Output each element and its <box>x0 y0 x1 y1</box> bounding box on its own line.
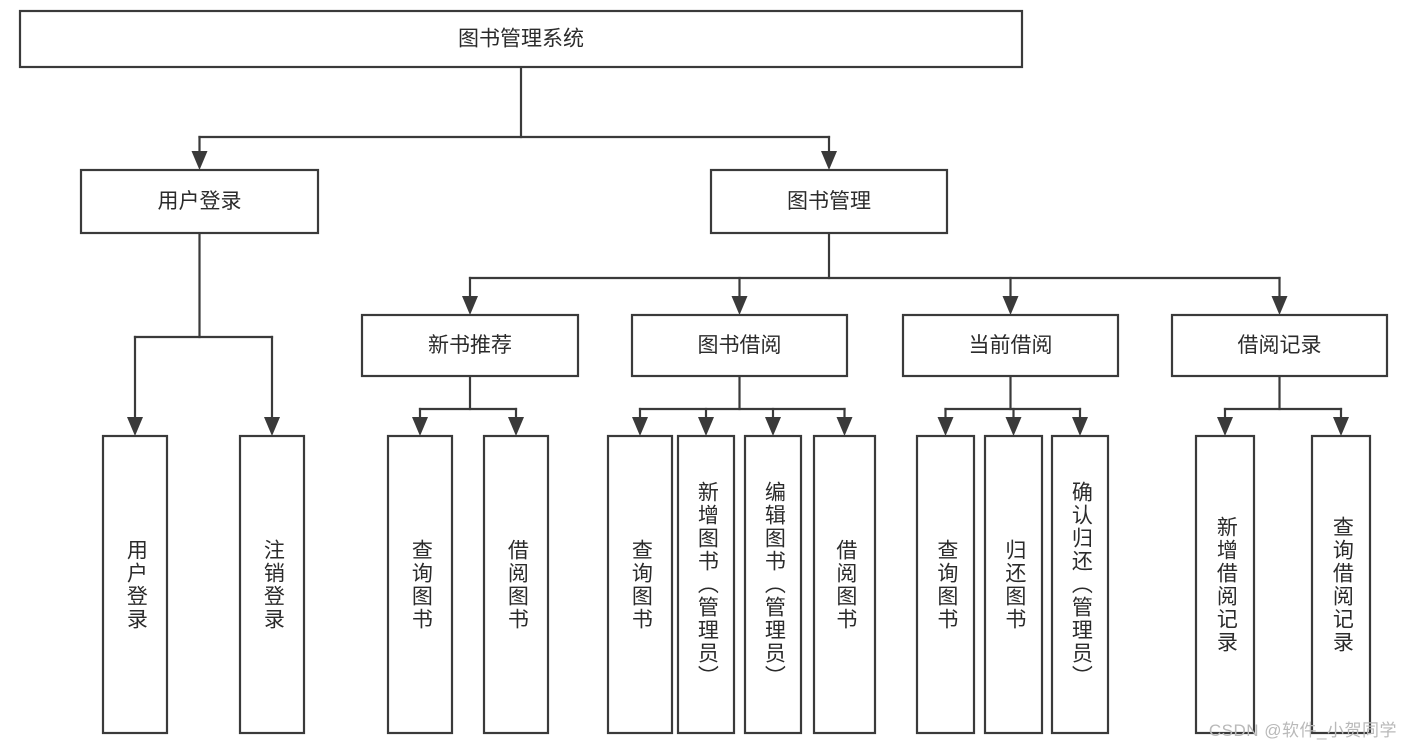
node-box-current-borrow <box>901 313 1120 378</box>
arrow-head-leaf-user-login <box>127 417 143 436</box>
arrow-head-leaf-edit-book-admin <box>765 417 781 436</box>
node-box-leaf-return-book <box>983 434 1044 735</box>
arrow-head-leaf-add-borrow-record <box>1217 417 1233 436</box>
node-box-root <box>18 9 1024 69</box>
arrow-head-leaf-borrow-book-rec <box>508 417 524 436</box>
node-label-root: 图书管理系统 <box>458 28 584 51</box>
arrow-head-book-management <box>821 151 837 170</box>
node-box-leaf-query-book-current <box>915 434 976 735</box>
arrow-head-leaf-add-book-admin <box>698 417 714 436</box>
node-box-leaf-query-borrow-record <box>1310 434 1372 735</box>
connector-lines <box>127 65 1349 436</box>
node-box-leaf-borrow-book-rec <box>482 434 550 735</box>
arrow-head-book-borrow <box>731 296 748 315</box>
node-label-borrow-record: 借阅记录 <box>1238 334 1322 357</box>
node-box-leaf-edit-book-admin <box>743 434 803 735</box>
node-box-leaf-user-login <box>101 434 169 735</box>
node-box-leaf-query-book-rec <box>386 434 454 735</box>
arrow-head-new-book-recommend <box>462 296 478 315</box>
arrow-head-current-borrow <box>1002 296 1019 315</box>
node-box-book-management <box>709 168 949 235</box>
node-boxes <box>18 9 1389 735</box>
watermark-text: CSDN @软件_小贺同学 <box>1208 721 1397 740</box>
node-box-leaf-logout <box>238 434 306 735</box>
arrow-head-leaf-confirm-return-admin <box>1072 417 1088 436</box>
node-label-book-management: 图书管理 <box>787 190 871 213</box>
node-label-user-login: 用户登录 <box>158 190 242 213</box>
node-box-user-login <box>79 168 320 235</box>
node-label-current-borrow: 当前借阅 <box>969 334 1053 357</box>
node-box-leaf-query-book-borrow <box>606 434 674 735</box>
node-box-leaf-confirm-return-admin <box>1050 434 1110 735</box>
node-box-new-book-recommend <box>360 313 580 378</box>
arrow-head-leaf-query-borrow-record <box>1333 417 1349 436</box>
node-label-new-book-recommend: 新书推荐 <box>428 334 512 357</box>
arrow-head-user-login <box>191 151 208 170</box>
node-box-leaf-add-book-admin <box>676 434 736 735</box>
arrow-head-leaf-return-book <box>1005 417 1022 436</box>
arrow-head-leaf-query-book-rec <box>412 417 428 436</box>
node-label-book-borrow: 图书借阅 <box>698 334 782 357</box>
arrow-head-leaf-logout <box>264 417 280 436</box>
node-box-leaf-add-borrow-record <box>1194 434 1256 735</box>
arrow-head-leaf-borrow-book <box>836 417 853 436</box>
node-box-borrow-record <box>1170 313 1389 378</box>
node-box-leaf-borrow-book <box>812 434 877 735</box>
node-box-book-borrow <box>630 313 849 378</box>
arrow-head-leaf-query-book-borrow <box>632 417 648 436</box>
arrow-head-leaf-query-book-current <box>937 417 954 436</box>
arrow-head-borrow-record <box>1271 296 1288 315</box>
